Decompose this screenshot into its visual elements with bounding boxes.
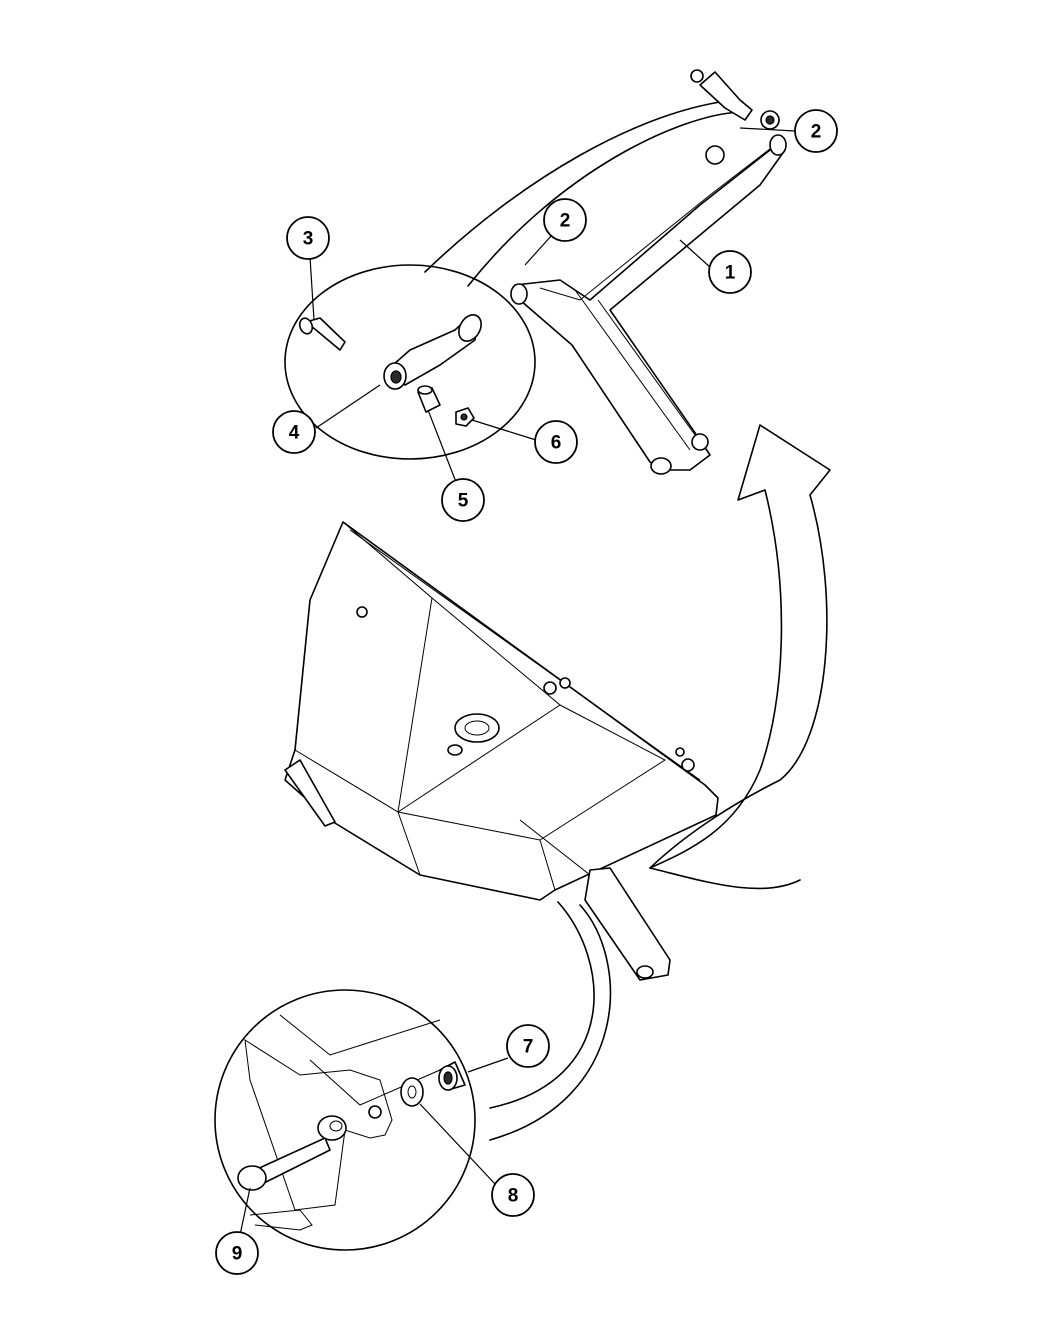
svg-text:4: 4 (289, 423, 300, 444)
callout-8: 8 (491, 1173, 535, 1217)
svg-text:5: 5 (458, 491, 469, 512)
hex-bolt-part-9 (237, 1115, 347, 1191)
svg-text:2: 2 (811, 122, 822, 143)
callout-2-lower: 2 (543, 198, 587, 242)
callout-9: 9 (215, 1231, 259, 1275)
callout-7: 7 (506, 1024, 550, 1068)
pivot-bushing-part-7 (438, 1061, 466, 1091)
turnbuckle-link-part (383, 314, 482, 390)
washer-part-8 (400, 1077, 424, 1107)
callout-4: 4 (272, 410, 316, 454)
svg-text:2: 2 (560, 211, 571, 232)
svg-text:7: 7 (523, 1037, 534, 1058)
svg-text:6: 6 (551, 433, 562, 454)
svg-text:1: 1 (725, 263, 736, 284)
bushing-part-5 (417, 385, 441, 413)
svg-text:8: 8 (508, 1186, 519, 1207)
svg-text:9: 9 (232, 1244, 243, 1265)
callout-5: 5 (441, 478, 485, 522)
callout-3: 3 (286, 216, 330, 260)
callout-2-upper: 2 (794, 109, 838, 153)
hopper-body (284, 521, 719, 981)
leader-lines (239, 127, 796, 1236)
detail-view-upper (284, 99, 741, 460)
svg-text:3: 3 (303, 229, 314, 250)
bolt-part-3 (298, 317, 346, 351)
nut-part-6 (455, 407, 475, 427)
detail-view-lower (214, 901, 612, 1251)
arm-assembly-part-1 (510, 69, 787, 475)
callout-1: 1 (708, 250, 752, 294)
callout-6: 6 (534, 420, 578, 464)
assembly-direction-arrow (649, 424, 831, 890)
